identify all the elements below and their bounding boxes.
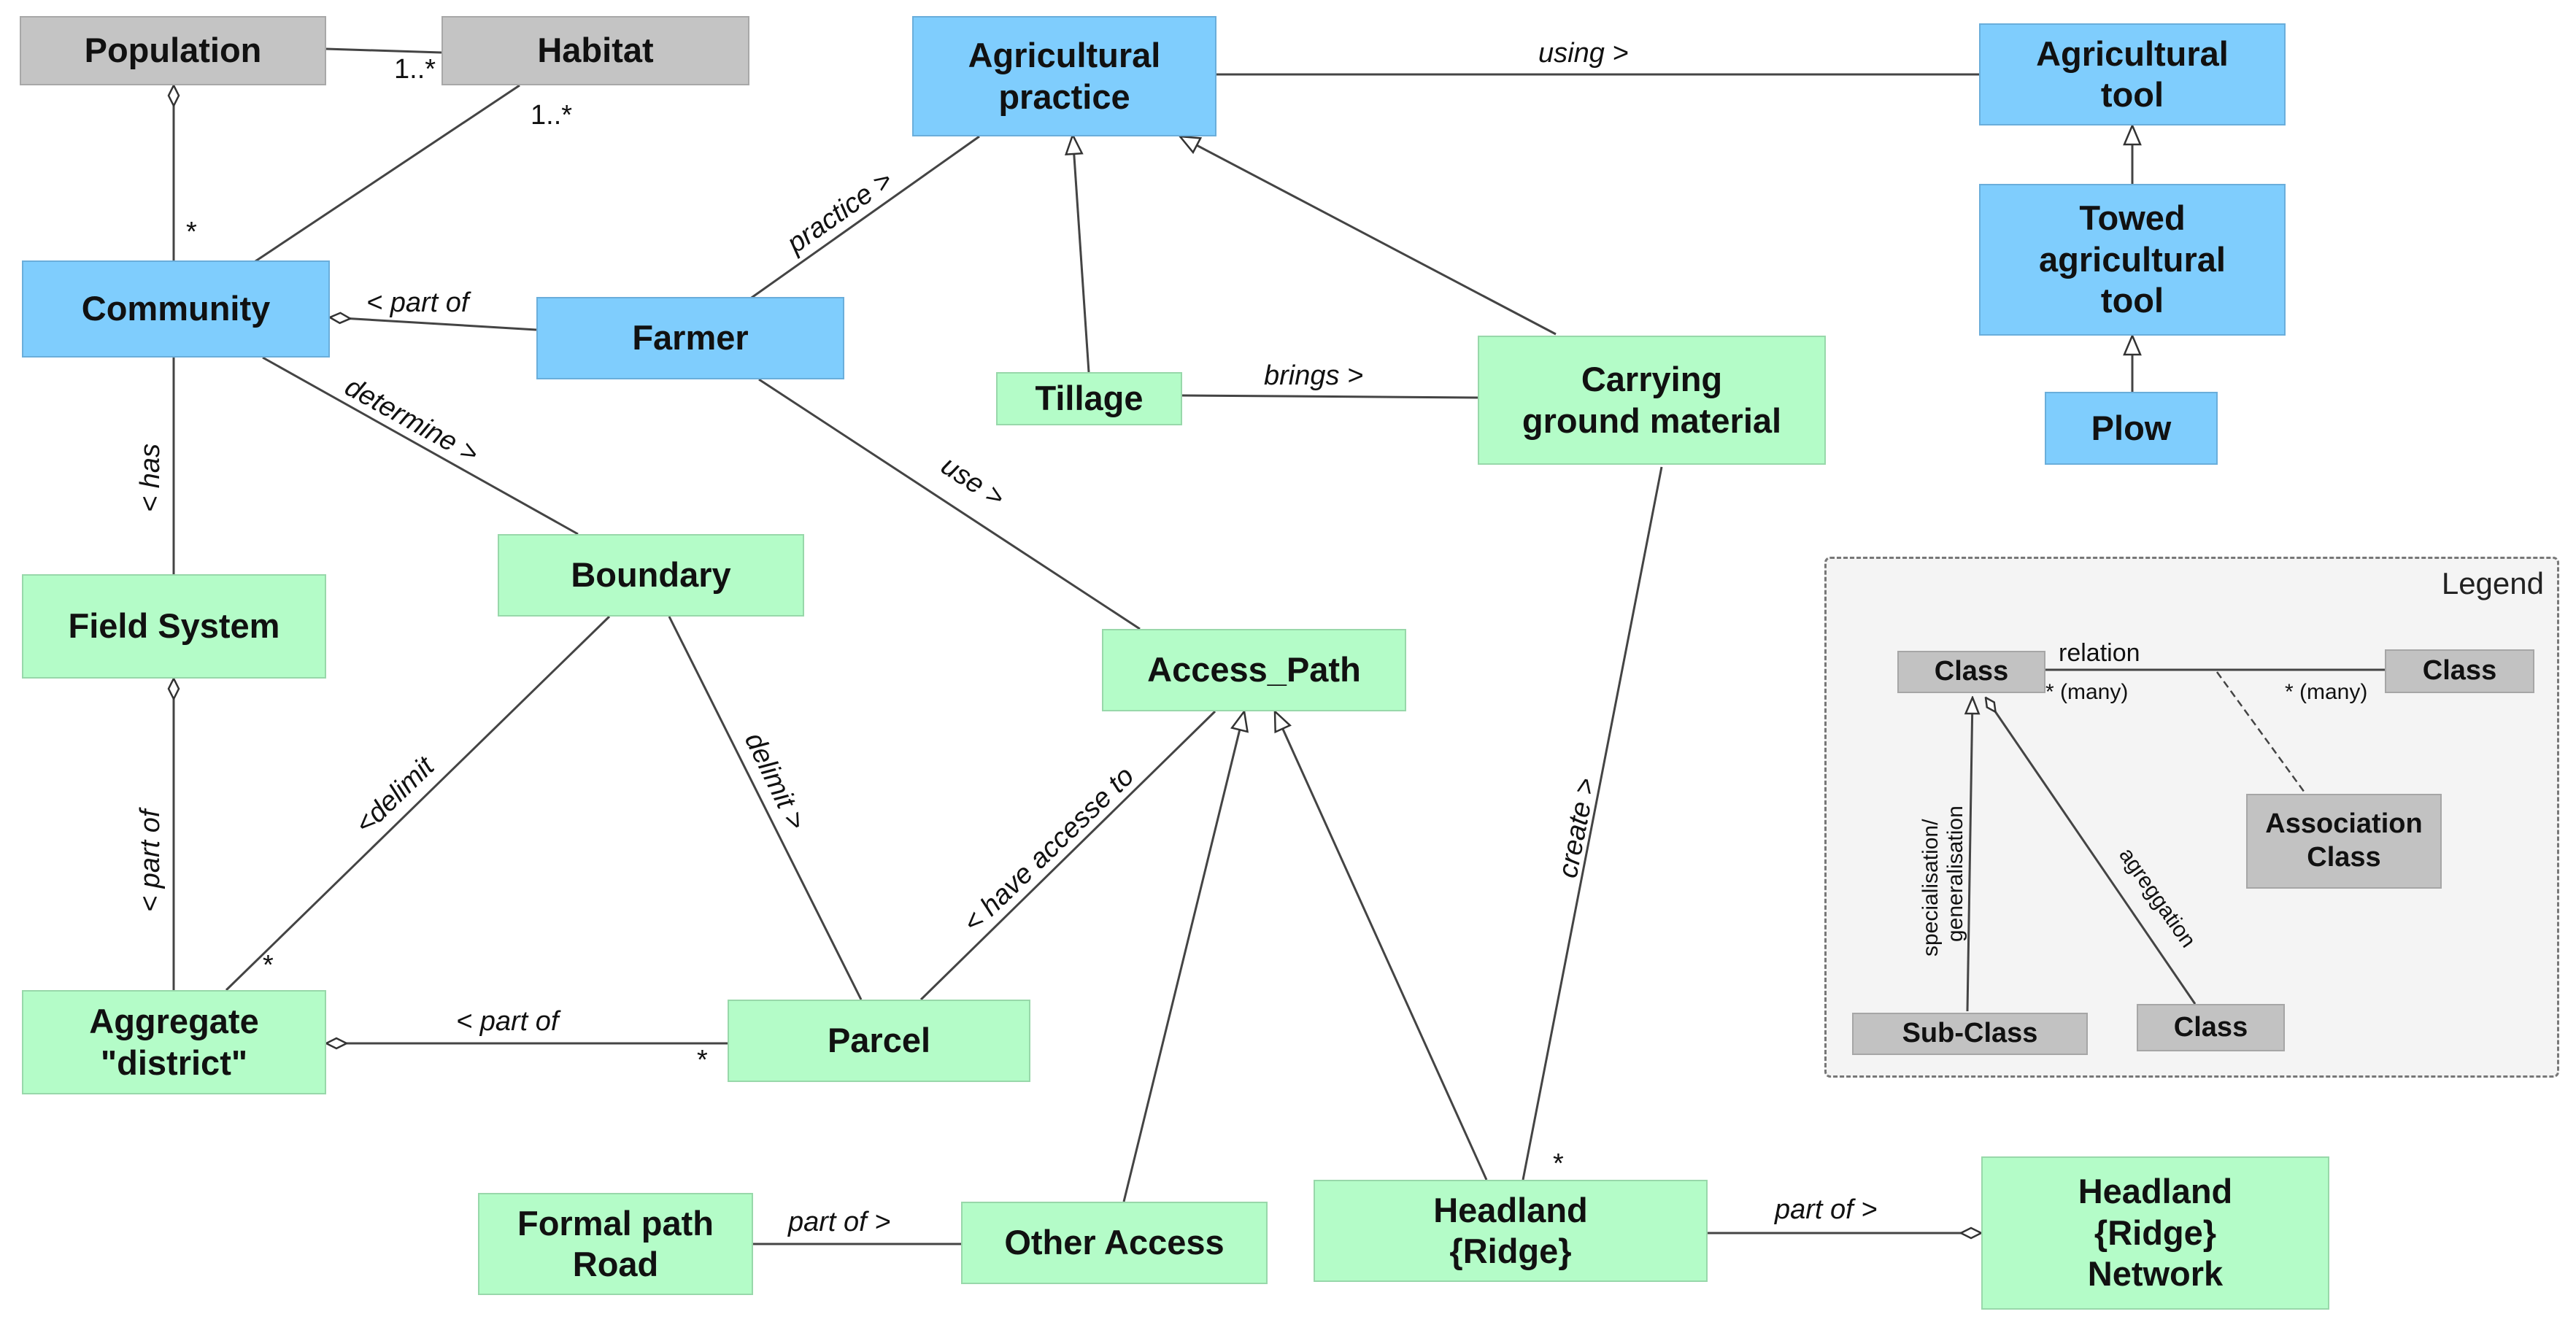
label-hab-comm-mult: 1..* (531, 100, 572, 131)
class-agricultural-tool[interactable]: Agricultural tool (1979, 23, 2286, 125)
label-delimit-right: delimit > (739, 728, 811, 835)
edge-population-habitat (325, 47, 442, 54)
legend-association-class: Association Class (2246, 794, 2442, 889)
legend-label-many-right: * (many) (2285, 680, 2367, 704)
label-aggregate-mult: * (263, 950, 274, 981)
legend-sub-class: Sub-Class (1852, 1013, 2088, 1055)
class-boundary[interactable]: Boundary (498, 534, 804, 617)
label-has: < has (135, 444, 166, 512)
label-have-accesse-to: < have accesse to (957, 761, 1140, 939)
class-farmer[interactable]: Farmer (536, 297, 844, 379)
edge-tillage-carrying (1181, 394, 1478, 399)
class-parcel[interactable]: Parcel (728, 1000, 1030, 1082)
class-access-path[interactable]: Access_Path (1102, 629, 1406, 711)
edge-farmer-accesspath (758, 378, 1141, 630)
class-tillage[interactable]: Tillage (996, 372, 1182, 425)
class-other-access[interactable]: Other Access (961, 1202, 1268, 1284)
legend: Legend relation * (many) * (many) specia… (1824, 557, 2559, 1078)
label-using: using > (1538, 38, 1629, 69)
legend-label-many-left: * (many) (2045, 680, 2128, 704)
legend-edge-aggregation (1986, 698, 2197, 1005)
class-population[interactable]: Population (20, 16, 326, 85)
label-practice: practice > (781, 165, 898, 260)
edge-carrying-headland (1522, 466, 1663, 1181)
legend-class-a: Class (1897, 651, 2045, 693)
edge-farmer-practice (749, 135, 980, 301)
edge-tillage-practice (1073, 135, 1090, 373)
legend-title: Legend (2441, 566, 2544, 600)
label-part-of-field: < part of (135, 807, 166, 912)
legend-edge-association (2216, 671, 2306, 793)
label-parcel-mult: * (697, 1045, 708, 1075)
edge-headland-accesspath (1273, 711, 1488, 1181)
legend-label-generalisation: generalisation (1943, 805, 1967, 942)
edge-habitat-community (252, 84, 520, 264)
class-headland-ridge-network[interactable]: Headland {Ridge} Network (1981, 1156, 2329, 1310)
label-pop-hab-mult: 1..* (394, 54, 436, 85)
legend-connectors: relation * (many) * (many) specialisatio… (1918, 639, 2385, 1012)
class-field-system[interactable]: Field System (22, 574, 326, 679)
class-carrying-ground-material[interactable]: Carrying ground material (1478, 336, 1826, 465)
legend-label-aggregation: agreggation (2114, 843, 2200, 952)
class-formal-path-road[interactable]: Formal path Road (478, 1193, 753, 1295)
label-part-of-formal: part of > (787, 1207, 890, 1237)
edge-parcel-accesspath (919, 710, 1216, 1001)
legend-edge-specialisation (1967, 698, 1973, 1012)
legend-class-b: Class (2385, 649, 2534, 693)
edge-otheraccess-accesspath (1122, 711, 1244, 1202)
label-create: create > (1553, 776, 1603, 881)
label-part-of-parcel: < part of (456, 1006, 561, 1037)
class-plow[interactable]: Plow (2045, 392, 2218, 465)
label-brings: brings > (1264, 360, 1363, 391)
class-aggregate-district[interactable]: Aggregate "district" (22, 990, 326, 1094)
label-use: use > (936, 450, 1010, 513)
label-part-of-headland: part of > (1774, 1194, 1877, 1225)
edge-boundary-aggregate (225, 615, 611, 992)
edge-community-boundary (262, 356, 579, 536)
class-community[interactable]: Community (22, 260, 330, 358)
label-part-of-community: < part of (366, 287, 471, 318)
legend-label-specialisation: specialisation/ (1918, 819, 1943, 957)
label-headland-mult: * (1553, 1148, 1564, 1179)
label-determine: determine > (340, 371, 484, 470)
edge-carrying-practice (1180, 136, 1557, 336)
legend-class-c: Class (2137, 1004, 2285, 1051)
class-towed-agricultural-tool[interactable]: Towed agricultural tool (1979, 184, 2286, 336)
edge-farmer-community (330, 317, 537, 331)
label-pop-comm-mult: * (186, 217, 197, 247)
edge-boundary-parcel (668, 616, 863, 1000)
class-habitat[interactable]: Habitat (441, 16, 749, 85)
legend-label-relation: relation (2059, 639, 2140, 667)
class-agricultural-practice[interactable]: Agricultural practice (912, 16, 1216, 136)
class-headland-ridge[interactable]: Headland {Ridge} (1314, 1180, 1708, 1282)
